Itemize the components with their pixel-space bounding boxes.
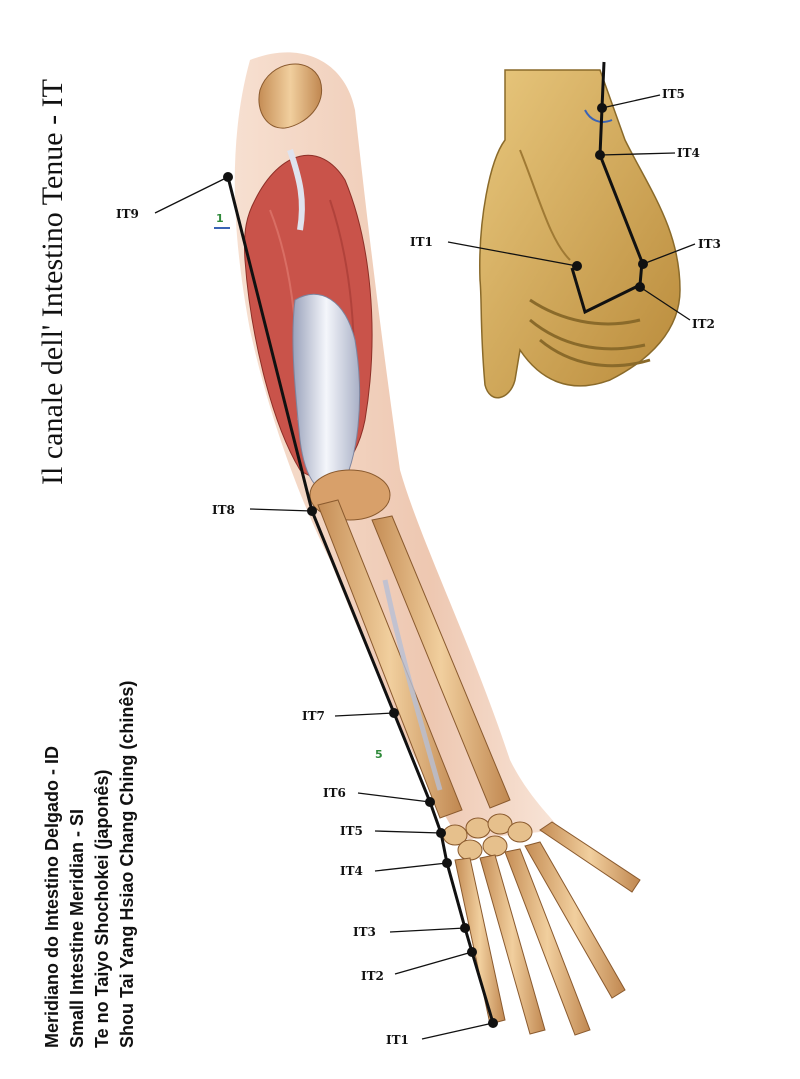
radius-bone xyxy=(371,515,511,809)
hand-label-it3: IT3 xyxy=(698,237,721,251)
carpal-bones xyxy=(442,813,533,861)
label-it2: IT2 xyxy=(361,969,384,983)
hand-label-it1: IT1 xyxy=(410,235,433,249)
meridian-name-portuguese: Meridiano do Intestino Delgado - ID xyxy=(42,746,62,1048)
hand-bones xyxy=(454,821,641,1036)
hand-label-it4: IT4 xyxy=(677,146,700,160)
label-it4: IT4 xyxy=(340,864,363,878)
label-it5: IT5 xyxy=(340,824,363,838)
figure-mark-5: 5 xyxy=(375,748,383,761)
meridian-name-japanese: Te no Taiyo Shochokei (japonês) xyxy=(92,770,112,1048)
label-it6: IT6 xyxy=(323,786,346,800)
hand-label-it2: IT2 xyxy=(692,317,715,331)
meridian-name-english: Small Intestine Meridian - SI xyxy=(67,809,87,1048)
label-it1: IT1 xyxy=(386,1033,409,1047)
meridian-name-chinese: Shou Tai Yang Hsiao Chang Ching (chinês) xyxy=(117,681,137,1048)
hand-label-it5: IT5 xyxy=(662,87,685,101)
figure-mark-1: 1 xyxy=(216,212,224,225)
hand-inset xyxy=(447,61,696,399)
label-it8: IT8 xyxy=(212,503,235,517)
label-it7: IT7 xyxy=(302,709,325,723)
humerus-head xyxy=(258,63,323,129)
page-title: Il canale dell' Intestino Tenue - IT xyxy=(36,79,69,485)
label-it9: IT9 xyxy=(116,207,139,221)
label-it3: IT3 xyxy=(353,925,376,939)
